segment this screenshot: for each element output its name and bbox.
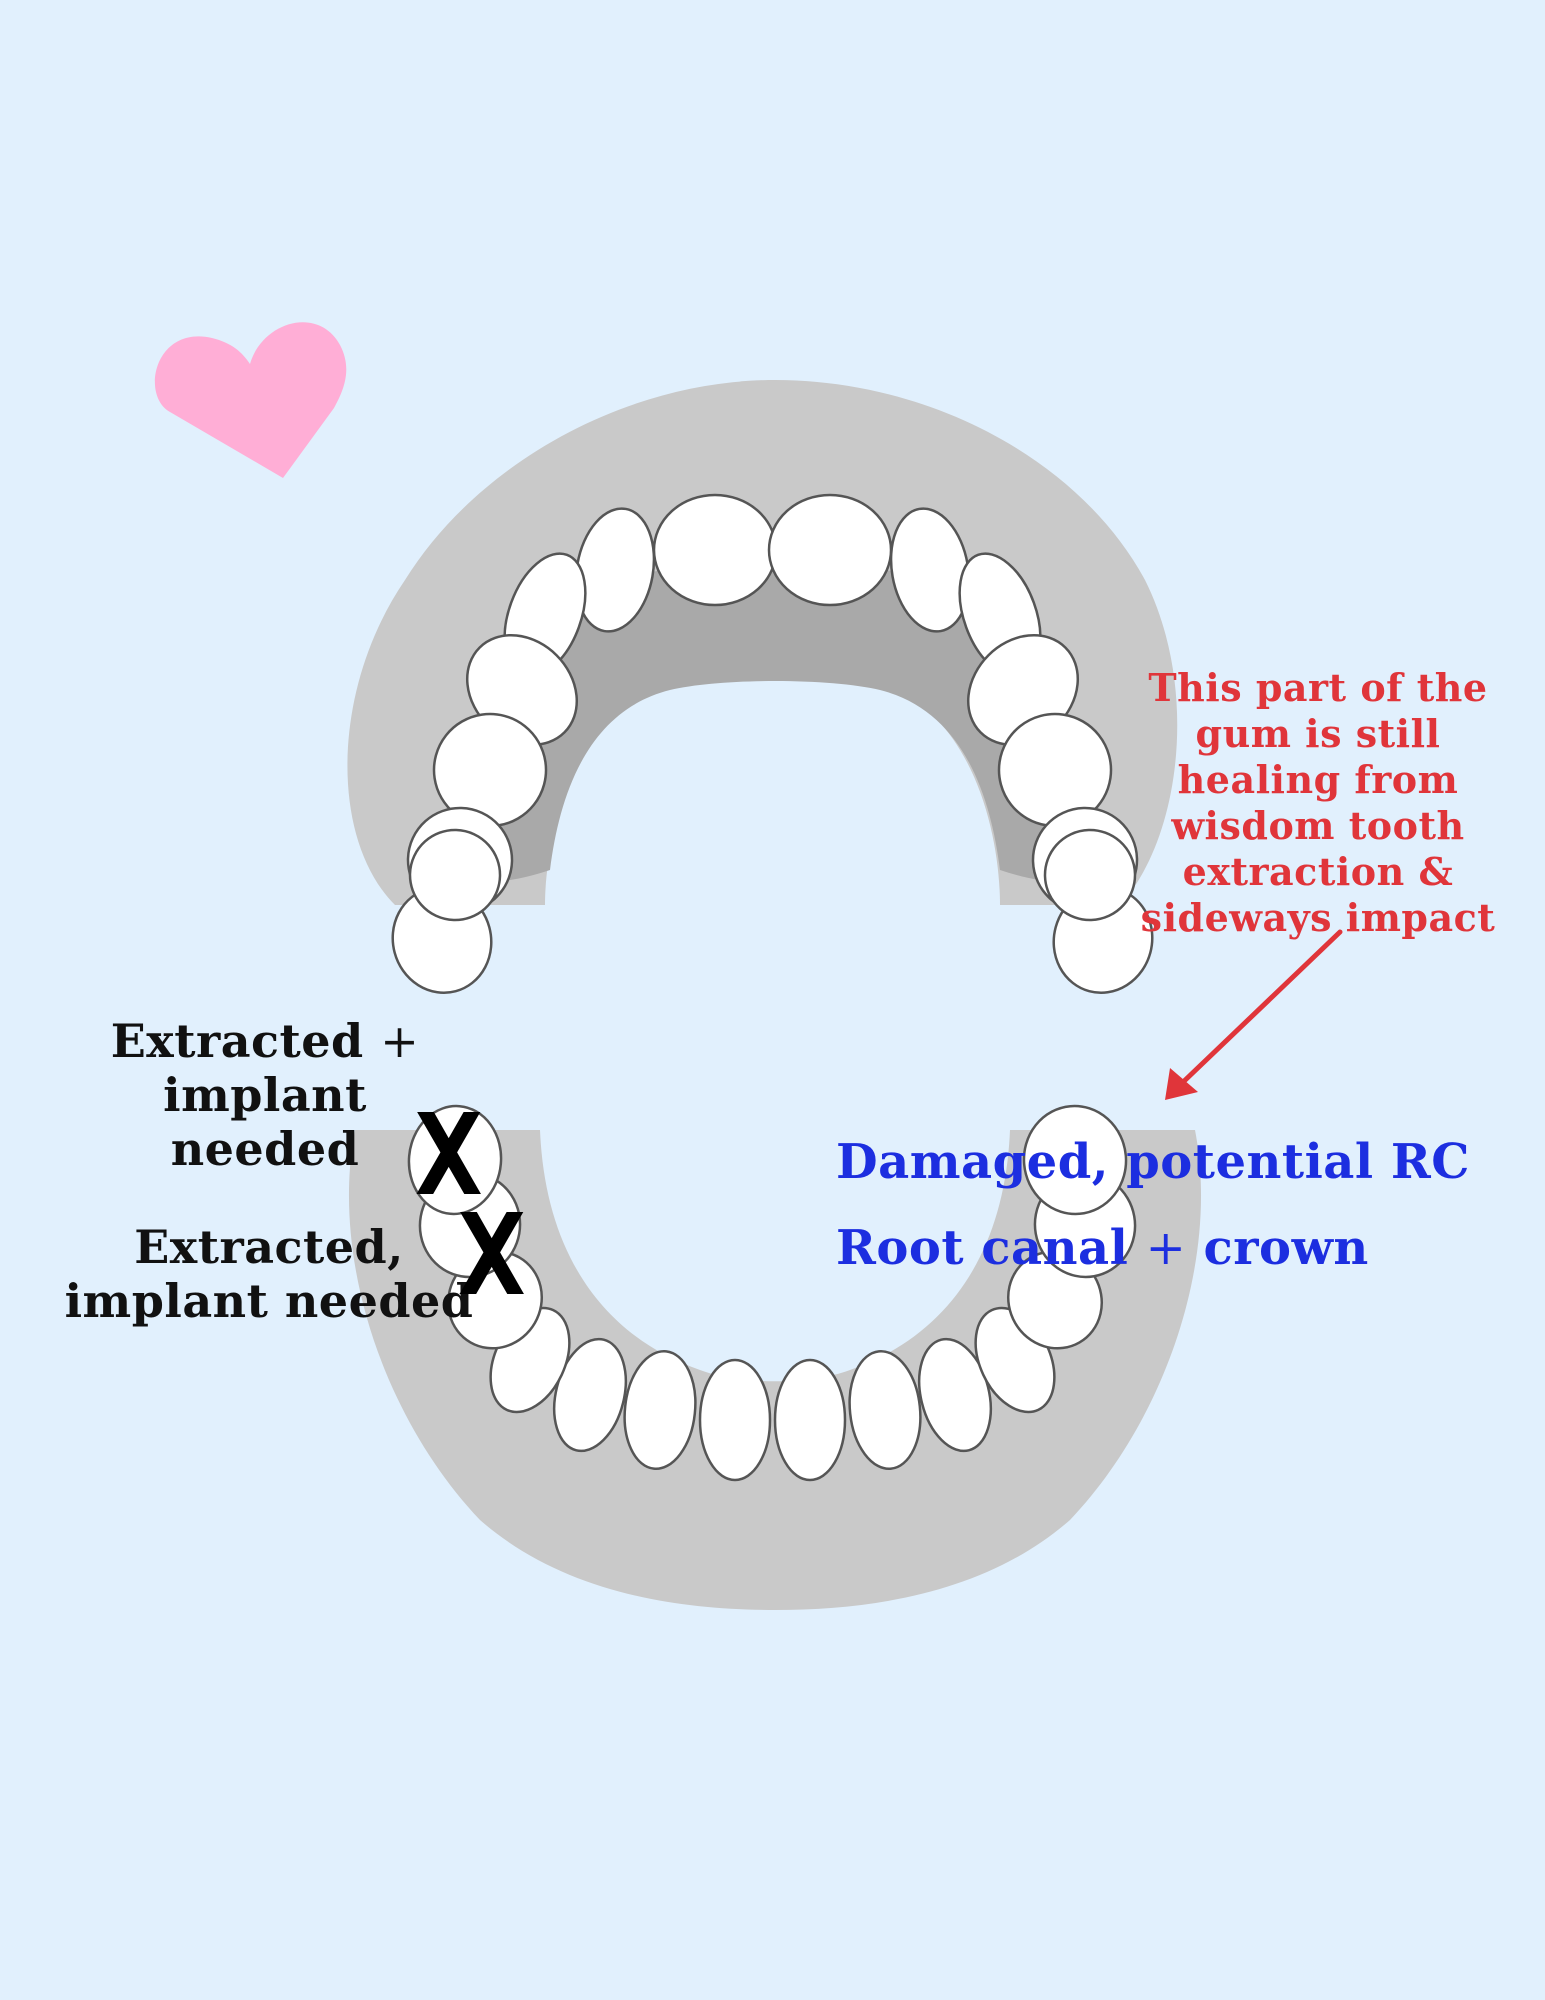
lower-tooth xyxy=(698,1358,772,1482)
heart-icon xyxy=(154,322,347,478)
healing-note: This part of the gum is still healing fr… xyxy=(1140,665,1496,940)
damaged-note: Damaged, potential RC xyxy=(836,1134,1470,1190)
extracted-lower-note: Extracted, implant needed xyxy=(64,1220,474,1328)
extracted-label: Extracted, xyxy=(134,1220,404,1274)
extracted-label: Extracted xyxy=(110,1014,364,1068)
upper-teeth xyxy=(391,493,1154,994)
lower-tooth xyxy=(1022,1104,1128,1216)
lower-tooth xyxy=(917,1337,993,1453)
plus-sign: + xyxy=(1145,1220,1187,1276)
upper-tooth xyxy=(432,712,548,828)
upper-tooth xyxy=(652,493,778,607)
implant-label: implant xyxy=(163,1068,367,1122)
x-mark-icon: X xyxy=(458,1191,526,1321)
lower-gum xyxy=(348,1130,1202,1610)
lower-tooth xyxy=(623,1349,697,1471)
upper-tooth xyxy=(1043,828,1137,922)
upper-jaw xyxy=(347,380,1178,994)
extracted-upper-note: Extracted + implant needed xyxy=(100,1014,430,1176)
implant-needed-label: implant needed xyxy=(64,1274,474,1328)
upper-tooth xyxy=(767,493,893,607)
lower-teeth xyxy=(407,1104,1137,1482)
root-canal-note: Root canal + crown xyxy=(836,1220,1369,1276)
root-canal-label: Root canal xyxy=(836,1220,1129,1276)
lower-tooth xyxy=(773,1358,847,1482)
lower-tooth xyxy=(407,1104,503,1216)
plus-sign: + xyxy=(380,1014,420,1068)
lower-tooth xyxy=(552,1337,628,1453)
lower-jaw xyxy=(348,1104,1202,1610)
lower-tooth xyxy=(848,1349,922,1471)
upper-tooth xyxy=(997,712,1113,828)
crown-label: crown xyxy=(1203,1220,1369,1276)
arrow-icon xyxy=(1165,929,1343,1100)
x-mark-icon: X xyxy=(415,1091,483,1221)
needed-label: needed xyxy=(170,1122,360,1176)
upper-tooth xyxy=(408,828,502,922)
palate xyxy=(464,563,1086,882)
